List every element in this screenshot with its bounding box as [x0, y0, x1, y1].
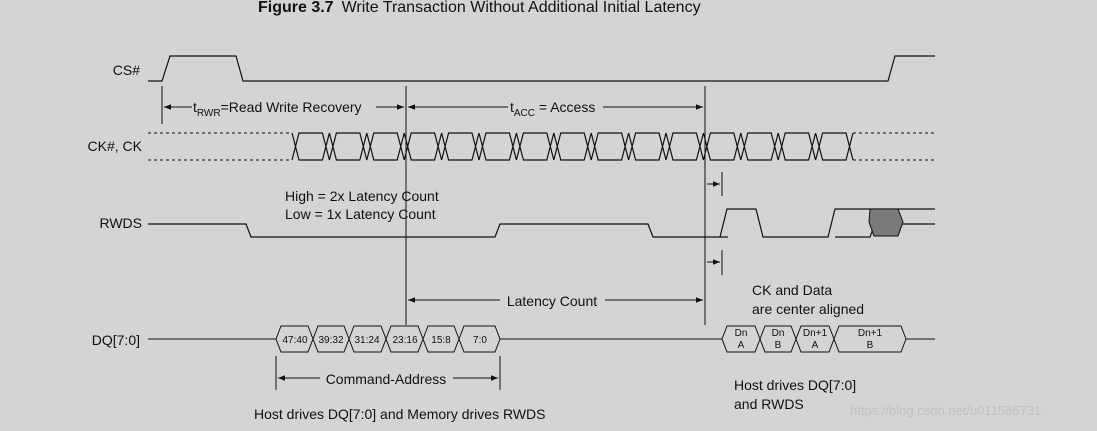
svg-text:39:32: 39:32: [318, 335, 343, 346]
svg-text:B: B: [867, 340, 874, 351]
dq-label: DQ[7:0]: [92, 332, 140, 348]
cmd-byte: 47:40: [275, 325, 314, 353]
latency-count-label: Latency Count: [507, 293, 597, 309]
latency-note-low: Low = 1x Latency Count: [285, 206, 436, 222]
svg-text:Dn+1: Dn+1: [803, 328, 828, 339]
footer-right-2: and RWDS: [734, 396, 804, 412]
rwds-waveform: [148, 208, 935, 238]
svg-text:47:40: 47:40: [282, 335, 307, 346]
cs-label: CS#: [113, 62, 140, 78]
svg-text:Dn: Dn: [735, 328, 748, 339]
ck-waveform: [148, 132, 935, 161]
svg-text:Dn+1: Dn+1: [858, 328, 883, 339]
latency-note-high: High = 2x Latency Count: [285, 188, 439, 204]
cmd-byte: 7:0: [458, 325, 501, 353]
cmd-byte: 15:8: [422, 325, 460, 353]
rwds-masked-region: [868, 208, 904, 237]
data-byte: Dn+1B: [833, 325, 907, 353]
trwr-label: tRWR=Read Write Recovery: [193, 99, 362, 119]
cmd-byte: 39:32: [312, 325, 350, 353]
rwds-label: RWDS: [99, 215, 142, 231]
cs-waveform: [148, 55, 935, 82]
tacc-label: tACC = Access: [510, 99, 595, 119]
footer-left: Host drives DQ[7:0] and Memory drives RW…: [254, 406, 546, 422]
align-note-1: CK and Data: [752, 282, 832, 298]
svg-text:31:24: 31:24: [354, 335, 379, 346]
svg-text:7:0: 7:0: [473, 335, 487, 346]
data-byte: DnB: [759, 325, 797, 353]
data-byte: DnA: [721, 325, 761, 353]
svg-text:Dn: Dn: [772, 328, 785, 339]
dq-data-group: DnA DnB Dn+1A Dn+1B: [721, 325, 907, 353]
dq-cmd-group: 47:40 39:32 31:24 23:16 15:8 7:0: [275, 325, 501, 353]
svg-text:23:16: 23:16: [392, 335, 417, 346]
data-byte: Dn+1A: [795, 325, 835, 353]
footer-right-1: Host drives DQ[7:0]: [734, 377, 856, 393]
ck-label: CK#, CK: [88, 138, 143, 154]
cmd-byte: 23:16: [385, 325, 424, 353]
command-address-label: Command-Address: [326, 371, 447, 387]
svg-text:A: A: [812, 340, 819, 351]
svg-text:B: B: [775, 340, 782, 351]
svg-text:15:8: 15:8: [431, 335, 451, 346]
align-note-2: are center aligned: [752, 301, 864, 317]
cmd-byte: 31:24: [348, 325, 387, 353]
svg-text:A: A: [738, 340, 745, 351]
watermark: https://blog.csdn.net/u011586731: [850, 403, 1041, 418]
